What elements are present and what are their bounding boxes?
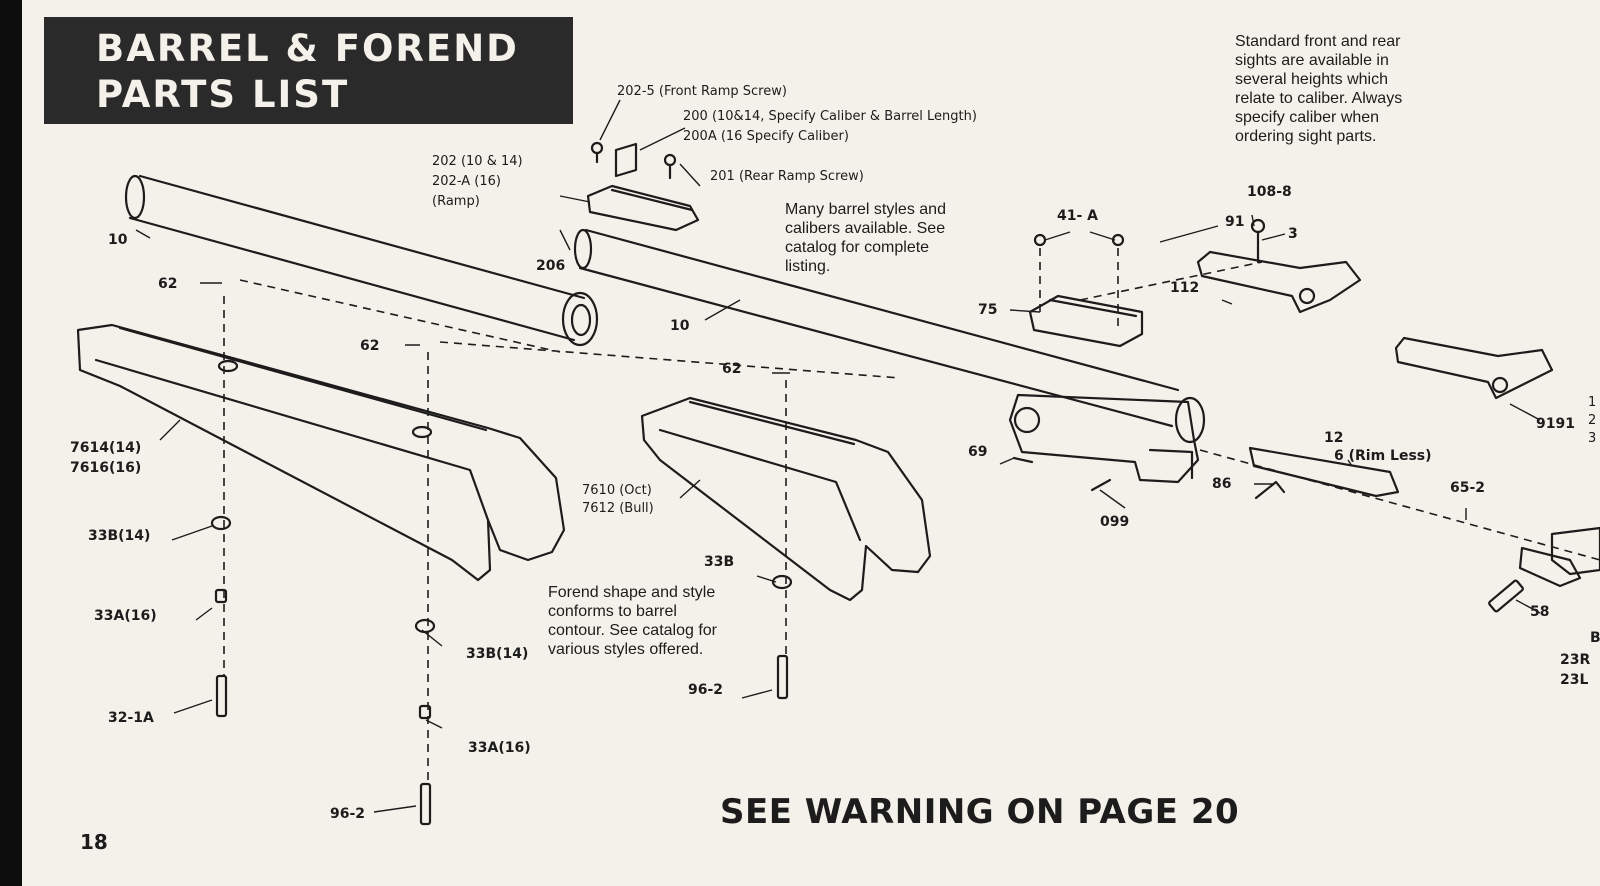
label-33b-center: 33B	[704, 554, 734, 570]
note-line: catalog for complete	[785, 239, 930, 256]
note-line: specify caliber when	[1235, 109, 1380, 126]
label-9191-option-1: 1	[1588, 395, 1596, 410]
label-10-upper: 10	[108, 232, 128, 248]
note-line: several heights which	[1235, 71, 1388, 88]
warning-text: SEE WARNING ON PAGE 20	[720, 792, 1240, 832]
label-33a-16-middle: 33A(16)	[468, 740, 531, 756]
label-201: 201 (Rear Ramp Screw)	[710, 169, 864, 184]
label-86: 86	[1212, 476, 1231, 492]
label-200: 200 (10&14, Specify Caliber & Barrel Len…	[683, 109, 977, 124]
label-7612: 7612 (Bull)	[582, 501, 654, 516]
note-barrel-styles: Many barrel styles and calibers availabl…	[785, 200, 1000, 276]
label-75: 75	[978, 302, 997, 318]
label-12: 12	[1324, 430, 1343, 446]
label-200a: 200A (16 Specify Caliber)	[683, 129, 849, 144]
label-7610: 7610 (Oct)	[582, 483, 652, 498]
label-3: 3	[1288, 226, 1298, 242]
label-58: 58	[1530, 604, 1549, 620]
trigger-parts-partial	[1518, 526, 1600, 588]
note-line: relate to caliber. Always	[1235, 90, 1403, 107]
barrel-10-upper	[124, 174, 599, 347]
label-23l: 23L	[1560, 672, 1588, 688]
title-box: BARREL & FOREND PARTS LIST	[44, 17, 573, 124]
label-62-middle: 62	[360, 338, 379, 354]
label-108-8: 108-8	[1247, 184, 1292, 200]
note-forend-shape: Forend shape and style conforms to barre…	[548, 583, 783, 659]
page-binding-edge	[0, 0, 22, 886]
label-62-upper: 62	[158, 276, 177, 292]
note-line: Many barrel styles and	[785, 201, 946, 218]
label-099: 099	[1100, 514, 1129, 530]
label-33b-14-middle: 33B(14)	[466, 646, 528, 662]
label-6-rimless: 6 (Rim Less)	[1334, 448, 1432, 464]
note-line: conforms to barrel	[548, 603, 677, 620]
label-7614: 7614(14)	[70, 440, 141, 456]
label-9191: 9191	[1536, 416, 1575, 432]
label-23r: 23R	[1560, 652, 1590, 668]
forend-7610	[640, 396, 932, 602]
barrel-10-center	[573, 228, 1180, 428]
rear-sight-upper	[1196, 218, 1362, 314]
note-line: Forend shape and style	[548, 584, 716, 601]
title-line-2: PARTS LIST	[96, 73, 350, 116]
receiver-block	[1008, 393, 1206, 484]
extractor-12	[1012, 446, 1400, 500]
label-ramp: (Ramp)	[432, 194, 480, 209]
label-65-2: 65-2	[1450, 480, 1485, 496]
label-b: B	[1590, 630, 1600, 646]
label-9191-option-3: 3	[1588, 431, 1596, 446]
label-202-a: 202-A (16)	[432, 174, 501, 189]
label-33b-14-left: 33B(14)	[88, 528, 150, 544]
label-69: 69	[968, 444, 987, 460]
label-202: 202 (10 & 14)	[432, 154, 523, 169]
label-41-a: 41- A	[1057, 208, 1098, 224]
front-ramp	[586, 141, 700, 232]
forend-hardware	[210, 515, 1524, 826]
label-33a-16-left: 33A(16)	[94, 608, 157, 624]
label-10-center: 10	[670, 318, 690, 334]
label-9191-option-2: 2	[1588, 413, 1596, 428]
label-96-2-center: 96-2	[688, 682, 723, 698]
rear-sight-lower	[1394, 336, 1554, 400]
note-line: various styles offered.	[548, 641, 704, 658]
note-line: calibers available. See	[785, 220, 946, 237]
label-32-1a: 32-1A	[108, 710, 154, 726]
label-206: 206	[536, 258, 565, 274]
note-line: Standard front and rear	[1235, 33, 1401, 50]
forend-7614	[76, 323, 566, 582]
label-62-center: 62	[722, 361, 741, 377]
page-number: 18	[80, 830, 108, 854]
note-sights: Standard front and rear sights are avail…	[1235, 32, 1470, 146]
label-202-5: 202-5 (Front Ramp Screw)	[617, 84, 787, 99]
note-line: listing.	[785, 258, 831, 275]
label-112: 112	[1170, 280, 1199, 296]
label-96-2-left: 96-2	[330, 806, 365, 822]
title-line-1: BARREL & FOREND	[96, 27, 519, 70]
note-line: ordering sight parts.	[1235, 128, 1377, 145]
label-7616: 7616(16)	[70, 460, 141, 476]
note-line: sights are available in	[1235, 52, 1389, 69]
note-line: contour. See catalog for	[548, 622, 717, 639]
label-91: 91	[1225, 214, 1244, 230]
